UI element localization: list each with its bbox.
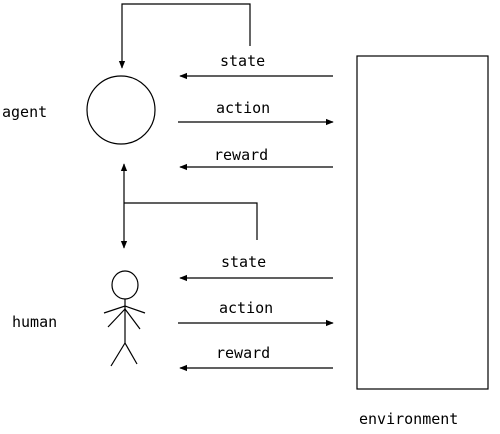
agent-label: agent (2, 103, 47, 121)
environment-label: environment (359, 410, 458, 428)
human-state-to-agent-connector (124, 202, 258, 240)
environment-box (356, 55, 489, 390)
human-stick-figure (103, 270, 146, 367)
agent-reward-label: reward (214, 146, 268, 164)
human-label: human (12, 313, 57, 331)
agent-action-label: action (216, 99, 270, 117)
agent-state-label: state (220, 52, 265, 70)
human-state-label: state (221, 253, 266, 271)
human-action-label: action (219, 299, 273, 317)
agent-circle (86, 75, 156, 145)
agent-feedback-loop-arrow (118, 3, 251, 69)
human-reward-label: reward (216, 344, 270, 362)
